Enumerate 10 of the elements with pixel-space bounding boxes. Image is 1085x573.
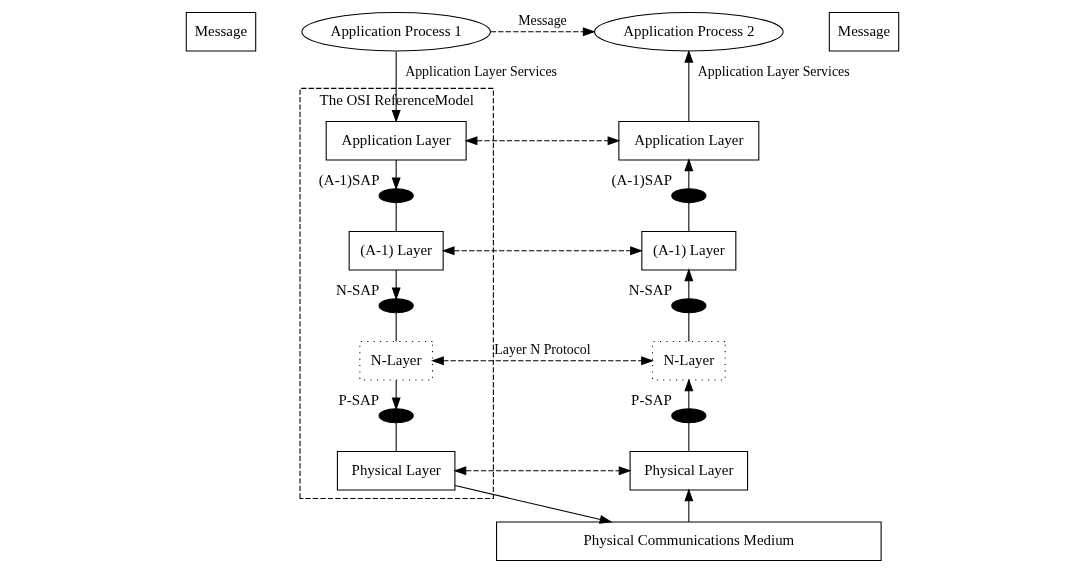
- node-label: N-SAP: [336, 281, 380, 298]
- node-label: P-SAP: [631, 391, 672, 408]
- node-label: (A-1)SAP: [611, 171, 673, 188]
- edge-label: Application Layer Services: [697, 63, 850, 79]
- edge-label: Layer N Protocol: [494, 341, 591, 357]
- node-label: (A-1)SAP: [318, 171, 380, 188]
- node-label: P-SAP: [338, 391, 380, 408]
- edge-label: Application Layer Services: [405, 63, 557, 79]
- edge-label: Message: [518, 12, 567, 28]
- node-label: N-SAP: [628, 281, 672, 298]
